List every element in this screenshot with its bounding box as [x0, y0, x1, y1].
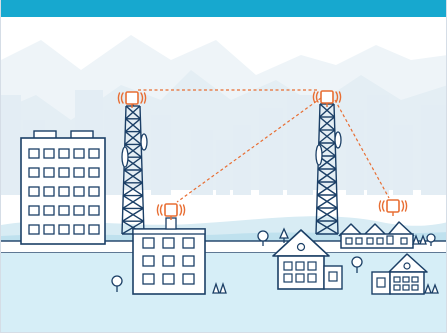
house-center	[272, 229, 343, 290]
tree-icon	[351, 256, 363, 273]
window	[355, 237, 363, 245]
window	[73, 224, 85, 235]
window	[142, 273, 155, 285]
wireless-signal-icon	[378, 200, 408, 212]
tree-icon	[426, 233, 436, 246]
window	[402, 284, 410, 291]
window	[58, 186, 70, 197]
house-small-right	[371, 253, 428, 295]
cell-antenna-icon	[156, 203, 186, 220]
window	[142, 255, 155, 267]
window	[88, 205, 100, 216]
window	[73, 186, 85, 197]
window	[411, 276, 419, 283]
window	[73, 167, 85, 178]
cell-antenna-icon	[117, 91, 147, 108]
window	[43, 224, 55, 235]
window	[43, 205, 55, 216]
window	[88, 167, 100, 178]
signal-links	[138, 89, 390, 203]
window	[162, 255, 175, 267]
cell-tower-left	[121, 100, 148, 235]
window	[28, 148, 40, 159]
window	[402, 276, 410, 283]
wireless-signal-icon	[117, 92, 147, 104]
window	[43, 186, 55, 197]
link-right-tower-to-small-cell	[176, 97, 322, 203]
window	[400, 237, 408, 245]
window	[393, 284, 401, 291]
window	[88, 224, 100, 235]
tree-icon	[257, 230, 269, 246]
tower-right-dish-2	[334, 131, 342, 149]
window	[58, 205, 70, 216]
trees	[111, 227, 439, 294]
window	[142, 237, 155, 249]
wireless-signal-icon	[312, 91, 342, 103]
window	[73, 148, 85, 159]
window	[28, 224, 40, 235]
window	[28, 167, 40, 178]
townhouses-hill	[338, 221, 415, 249]
window	[43, 148, 55, 159]
bush-icon	[212, 281, 227, 294]
tower-left-dish-2	[140, 133, 148, 151]
window	[182, 255, 195, 267]
tree-icon	[278, 227, 290, 243]
window	[411, 284, 419, 291]
window	[162, 237, 175, 249]
top-color-bar	[1, 0, 446, 17]
window	[88, 186, 100, 197]
window	[283, 273, 293, 283]
window	[88, 148, 100, 159]
window	[307, 261, 317, 271]
cell-antenna-icon	[378, 199, 408, 216]
window	[28, 186, 40, 197]
bush-icon	[424, 283, 439, 294]
window	[58, 224, 70, 235]
link-right-tower-to-house-antenna	[334, 99, 390, 199]
window	[182, 237, 195, 249]
cell-antenna-icon	[312, 90, 342, 107]
window	[182, 273, 195, 285]
window	[283, 261, 293, 271]
window	[28, 205, 40, 216]
apartment-building-middle	[132, 217, 206, 295]
window	[345, 237, 353, 245]
window	[393, 276, 401, 283]
window	[295, 261, 305, 271]
cell-tower-right	[315, 98, 342, 235]
tree-icon	[111, 275, 123, 292]
window	[162, 273, 175, 285]
tower-right-dish-1	[315, 144, 323, 166]
window	[43, 167, 55, 178]
tower-left-dish-1	[121, 146, 129, 168]
office-building-left	[20, 130, 106, 245]
bush-icon	[412, 234, 427, 245]
window	[295, 273, 305, 283]
window	[376, 237, 384, 245]
wireless-signal-icon	[156, 204, 186, 216]
window	[307, 273, 317, 283]
window	[58, 167, 70, 178]
window	[58, 148, 70, 159]
window	[366, 237, 374, 245]
window	[73, 205, 85, 216]
